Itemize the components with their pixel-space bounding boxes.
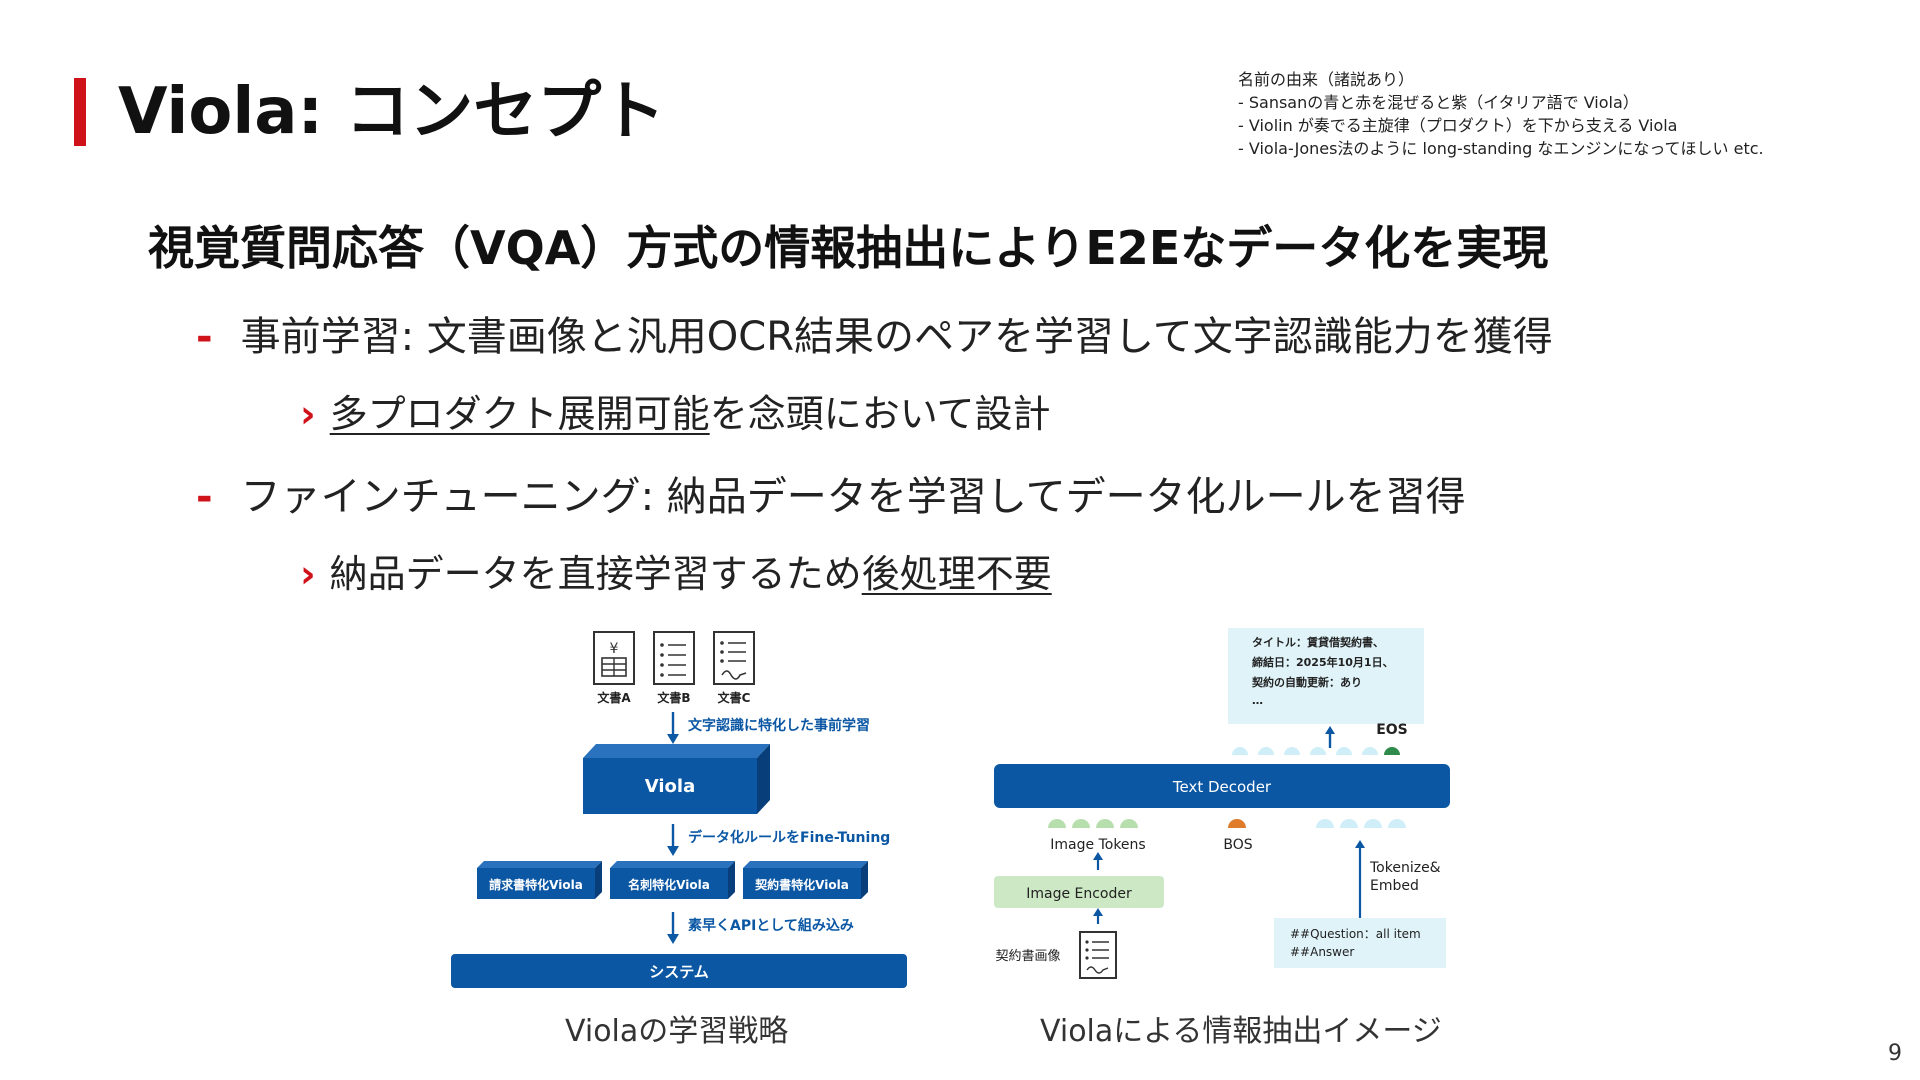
bullet-text: ファインチューニング: 納品データを学習してデータ化ルールを習得 <box>240 474 1466 520</box>
headline: 視覚質問応答（VQA）方式の情報抽出によりE2Eなデータ化を実現 <box>148 221 1549 275</box>
page-number: 9 <box>1888 1041 1902 1066</box>
name-origin-line: - Violin が奏でる主旋律（プロダクト）を下から支える Viola <box>1238 116 1678 135</box>
bullet-dash: - <box>196 474 213 520</box>
system-bar <box>451 954 907 988</box>
right-figure-caption: Violaによる情報抽出イメージ <box>1040 1014 1442 1049</box>
slide-title: Viola: コンセプト <box>118 75 666 149</box>
step-label: 文字認識に特化した事前学習 <box>688 717 870 734</box>
image-tokens <box>1048 819 1138 828</box>
step-label: データ化ルールをFine-Tuning <box>688 829 890 846</box>
tokenize-label: Tokenize& <box>1369 860 1441 876</box>
text-decoder-bar <box>994 764 1450 808</box>
step-label: 素早くAPIとして組み込み <box>688 917 854 934</box>
contract-document-icon <box>1079 931 1117 979</box>
question-line: ##Answer <box>1290 945 1354 959</box>
sub-bullet-multi-product: › 多プロダクト展開可能を念頭において設計 <box>300 390 1051 438</box>
output-line: … <box>1252 694 1263 707</box>
input-image-label: 契約書画像 <box>995 949 1060 964</box>
sub-bullet-rest: を念頭において設計 <box>709 392 1051 436</box>
bullet-finetuning: -ファインチューニング: 納品データを学習してデータ化ルールを習得 <box>196 472 1466 522</box>
variant-box: 請求書特化Viola <box>477 861 602 899</box>
variant-label: 名刺特化Viola <box>628 877 710 892</box>
bos-token <box>1228 819 1246 828</box>
image-encoder-box <box>994 876 1164 908</box>
document-a-icon: ¥ <box>593 631 635 685</box>
question-tokens <box>1316 819 1406 828</box>
text-decoder-label: Text Decoder <box>1172 778 1272 796</box>
output-box <box>1228 628 1424 724</box>
title-accent-bar <box>74 78 86 146</box>
bullet-pretraining: -事前学習: 文書画像と汎用OCR結果のペアを学習して文字認識能力を獲得 <box>196 312 1553 362</box>
question-box <box>1274 918 1446 968</box>
bullet-dash: - <box>196 314 213 360</box>
question-line: ##Question：all item <box>1290 927 1421 941</box>
left-figure-caption: Violaの学習戦略 <box>565 1014 789 1049</box>
document-b-icon <box>653 631 695 685</box>
variant-label: 契約書特化Viola <box>754 877 849 892</box>
image-tokens-label: Image Tokens <box>1050 837 1145 853</box>
document-label: 文書C <box>718 690 751 705</box>
variant-box: 契約書特化Viola <box>743 861 868 899</box>
document-label: 文書A <box>597 690 631 705</box>
document-label: 文書B <box>657 690 690 705</box>
name-origin-line: - Sansanの青と赤を混ぜると紫（イタリア語で Viola） <box>1238 93 1639 112</box>
extraction-diagram: タイトル：賃貸借契約書、 締結日：2025年10月1日、 契約の自動更新：あり … <box>994 628 1450 979</box>
eos-label: EOS <box>1376 722 1408 738</box>
variant-box: 名刺特化Viola <box>610 861 735 899</box>
sub-bullet-no-postprocess: › 納品データを直接学習するため後処理不要 <box>300 550 1052 598</box>
chevron-right-icon: › <box>300 552 316 596</box>
name-origin-line: - Viola-Jones法のように long-standing なエンジンにな… <box>1238 139 1764 158</box>
bos-label: BOS <box>1223 837 1252 853</box>
sub-bullet-prefix: 納品データを直接学習するため <box>329 552 862 596</box>
training-strategy-diagram: ¥ 文書A 文書B 文書C 文字認識に特化した事前学習 Viola データ化ルー… <box>451 631 907 988</box>
name-origin-heading: 名前の由来（諸説あり） <box>1238 70 1415 89</box>
output-line: 契約の自動更新：あり <box>1251 675 1362 689</box>
output-line: タイトル：賃貸借契約書、 <box>1252 635 1384 649</box>
system-label: システム <box>649 963 709 981</box>
variant-label: 請求書特化Viola <box>489 877 583 892</box>
document-c-icon <box>713 631 755 685</box>
sub-bullet-underlined: 多プロダクト展開可能 <box>329 392 710 436</box>
image-encoder-label: Image Encoder <box>1026 886 1132 902</box>
output-line: 締結日：2025年10月1日、 <box>1252 655 1394 669</box>
embed-label: Embed <box>1370 878 1419 894</box>
output-tokens <box>1232 747 1400 755</box>
sub-bullet-underlined: 後処理不要 <box>861 552 1052 596</box>
bullet-text: 事前学習: 文書画像と汎用OCR結果のペアを学習して文字認識能力を獲得 <box>240 314 1553 360</box>
yen-glyph: ¥ <box>610 641 619 657</box>
name-origin-note: 名前の由来（諸説あり） - Sansanの青と赤を混ぜると紫（イタリア語で Vi… <box>1238 68 1764 160</box>
chevron-right-icon: › <box>300 392 316 436</box>
viola-core-label: Viola <box>645 776 695 797</box>
viola-core-box: Viola <box>583 744 770 814</box>
